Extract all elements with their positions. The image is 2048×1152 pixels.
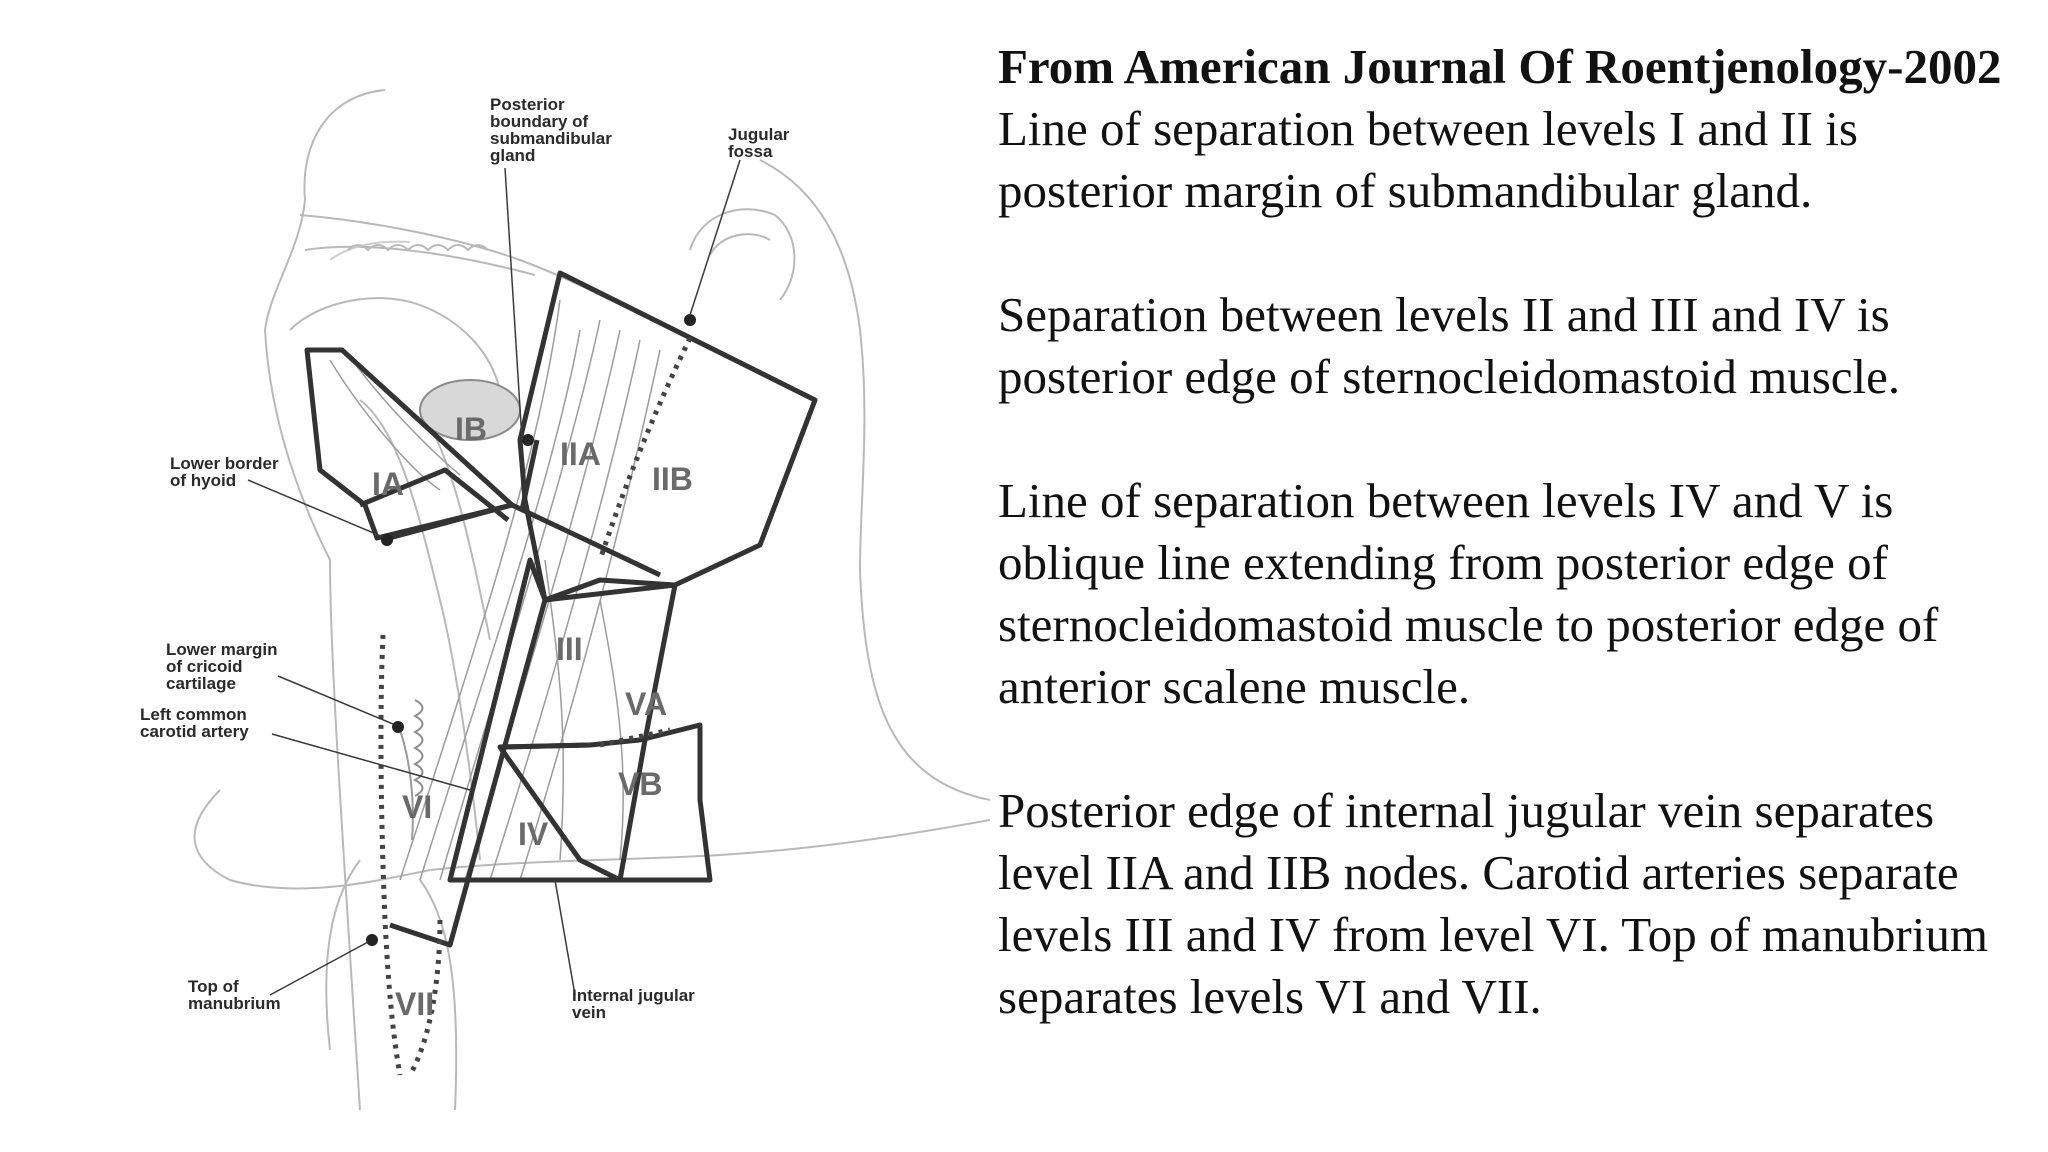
paragraph-IIA-IIB-VI-VII: Posterior edge of internal jugular vein … <box>998 780 2028 1028</box>
anatomy-sketch <box>195 90 990 1110</box>
callout-top-of-manubrium: Top of manubrium <box>188 977 281 1013</box>
callout-left-common-carotid: Left common carotid artery <box>140 705 251 741</box>
zone-label-VI: VI <box>402 789 432 825</box>
zone-label-IV: IV <box>518 816 549 852</box>
zone-label-IA: IA <box>372 466 404 502</box>
callout-lower-margin-cricoid: Lower margin of cricoid cartilage <box>166 640 282 693</box>
anatomy-illustration: IA IB IIA IIB III IV VA VB VI VII Poster… <box>0 0 990 1152</box>
zone-label-IIA: IIA <box>560 436 601 472</box>
neck-lymph-node-levels-diagram: IA IB IIA IIB III IV VA VB VI VII Poster… <box>0 0 990 1152</box>
zone-label-IIB: IIB <box>652 461 693 497</box>
zone-label-VB: VB <box>618 766 662 802</box>
zone-label-IB: IB <box>455 411 487 447</box>
paragraph-levels-I-II: Line of separation between levels I and … <box>998 98 2028 222</box>
source-title: From American Journal Of Roentjenology-2… <box>998 36 2028 98</box>
callout-internal-jugular-vein: Internal jugular vein <box>572 986 700 1022</box>
zone-label-III: III <box>556 631 583 667</box>
paragraph-levels-II-III-IV: Separation between levels II and III and… <box>998 284 2028 408</box>
zone-label-VII: VII <box>395 986 434 1022</box>
zone-label-VA: VA <box>625 686 667 722</box>
callout-lower-border-hyoid: Lower border of hyoid <box>170 454 283 490</box>
paragraph-levels-IV-V: Line of separation between levels IV and… <box>998 470 2028 718</box>
callout-posterior-boundary: Posterior boundary of submandibular glan… <box>490 95 617 165</box>
explanation-text-panel: From American Journal Of Roentjenology-2… <box>998 36 2028 1090</box>
callout-jugular-fossa: Jugular fossa <box>728 125 794 161</box>
